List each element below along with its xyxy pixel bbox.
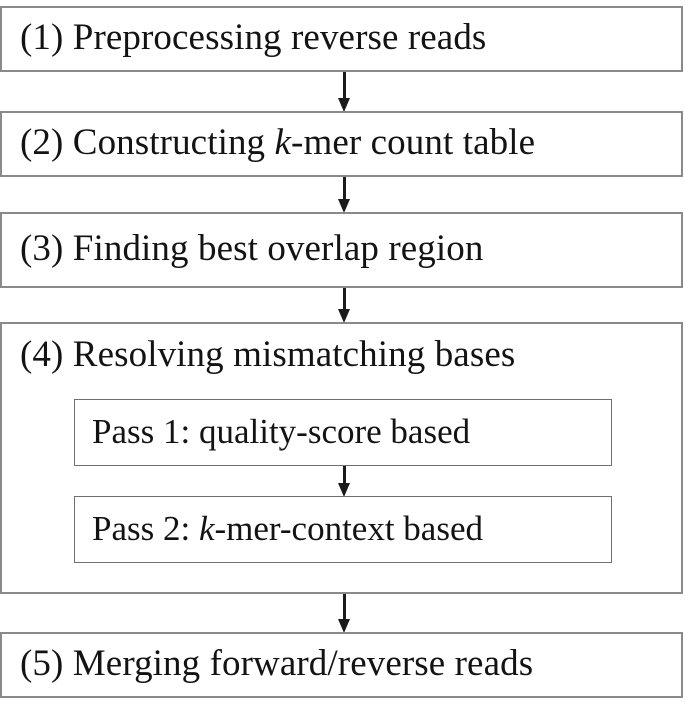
- flow-node-step-3-label: (3) Finding best overlap region: [20, 228, 484, 270]
- flow-node-step-4-label: (4) Resolving mismatching bases: [20, 334, 516, 375]
- flow-node-step-5: (5) Merging forward/reverse reads: [0, 632, 683, 698]
- arrow-head-icon: [338, 619, 350, 633]
- arrow-head-icon: [338, 98, 350, 112]
- flow-node-step-5-label: (5) Merging forward/reverse reads: [20, 643, 534, 685]
- arrow-shaft: [343, 72, 346, 99]
- flow-node-step-2-label: (2) Constructing k-mer count table: [20, 122, 536, 164]
- flow-node-step-1-label: (1) Preprocessing reverse reads: [20, 17, 487, 59]
- flow-node-step-1: (1) Preprocessing reverse reads: [0, 6, 683, 72]
- italic-k-symbol: k: [198, 508, 215, 548]
- arrow-shaft: [343, 594, 346, 620]
- arrow-shaft: [343, 466, 346, 484]
- arrow-step1-to-step2: [338, 72, 351, 112]
- flow-subnode-pass-1-label: Pass 1: quality-score based: [92, 411, 471, 451]
- flow-subnode-pass-1: Pass 1: quality-score based: [74, 399, 612, 466]
- italic-k-symbol: k: [274, 122, 292, 164]
- arrow-shaft: [343, 288, 346, 310]
- flow-subnode-pass-2: Pass 2: k-mer-context based: [74, 496, 612, 563]
- arrow-step4-to-step5: [338, 594, 351, 633]
- arrow-head-icon: [338, 483, 350, 497]
- arrow-step3-to-step4: [338, 288, 351, 323]
- arrow-pass1-to-pass2: [338, 466, 351, 497]
- arrow-head-icon: [338, 199, 350, 213]
- arrow-step2-to-step3: [338, 177, 351, 213]
- flow-node-step-2: (2) Constructing k-mer count table: [0, 111, 683, 177]
- arrow-head-icon: [338, 309, 350, 323]
- flow-subnode-pass-2-label: Pass 2: k-mer-context based: [92, 508, 483, 548]
- flow-node-step-3: (3) Finding best overlap region: [0, 212, 683, 288]
- arrow-shaft: [343, 177, 346, 200]
